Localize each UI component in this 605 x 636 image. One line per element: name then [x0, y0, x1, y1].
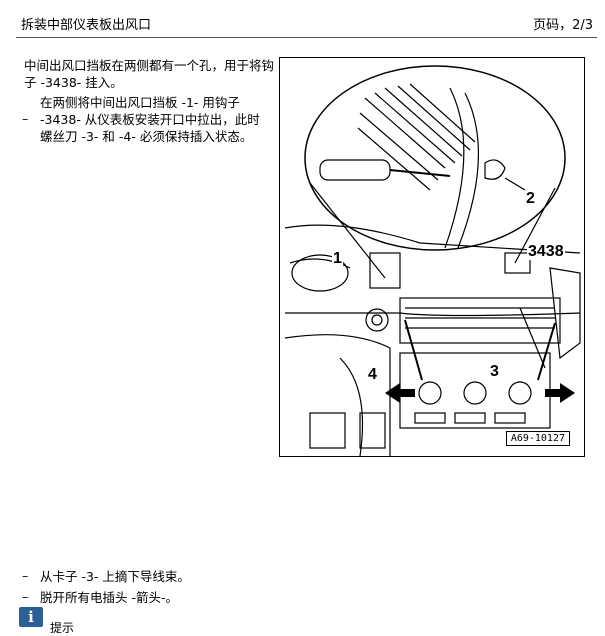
callout-3: 3: [489, 363, 500, 380]
step-bullet: –: [22, 111, 29, 126]
step-bullet: –: [22, 568, 29, 583]
figure-id: A69-10127: [505, 431, 570, 446]
illustration-drawing: [284, 65, 581, 456]
page-title: 拆装中部仪表板出风口: [21, 18, 152, 33]
intro-paragraph: 中间出风口挡板在两侧都有一个孔，用于将钩子 -3438- 挂入。: [24, 58, 275, 90]
callout-1: 1: [332, 250, 343, 267]
callout-4: 4: [367, 366, 378, 383]
page-header: 拆装中部仪表板出风口 页码，2/3: [0, 0, 605, 38]
illustration: 1 2 3438 3 4 A69-10127: [279, 57, 585, 457]
step-bullet: –: [22, 589, 29, 604]
info-icon: i: [19, 607, 43, 627]
step-text: 从卡子 -3- 上摘下导线束。: [40, 569, 190, 584]
callout-3438: 3438: [527, 243, 565, 260]
step-text: 在两侧将中间出风口挡板 -1- 用钩子 -3438- 从仪表板安装开口中拉出，此…: [40, 95, 260, 144]
callout-2: 2: [525, 190, 536, 207]
note-label: 提示: [50, 621, 75, 635]
step-text: 脱开所有电插头 -箭头-。: [40, 590, 178, 605]
header-divider: [16, 37, 597, 38]
page-number: 页码，2/3: [533, 18, 593, 33]
